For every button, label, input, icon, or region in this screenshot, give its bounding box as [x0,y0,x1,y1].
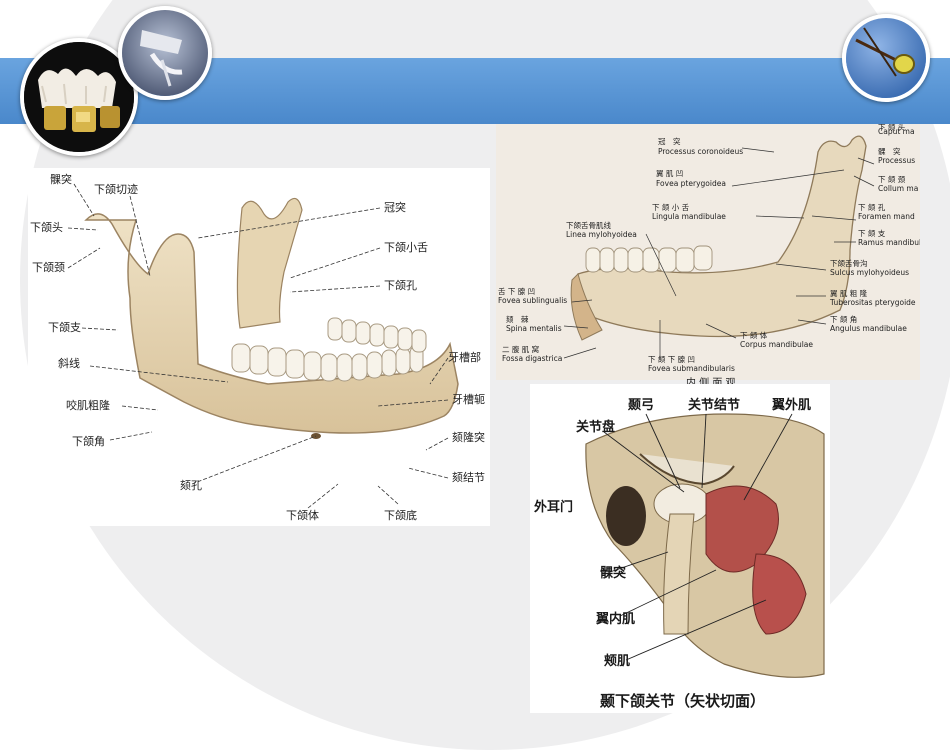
label-mylohyoid-line-cn: 下颌舌骨肌线 [566,221,611,230]
tmj-caption: 颞下颌关节（矢状切面） [600,692,766,710]
label-mandible-neck: 下颌颈 [32,261,65,274]
label-lingula: 下颌小舌 [384,241,428,254]
label-angle-cn: 下 颌 角 [830,315,858,324]
label-mental-foramen: 颏孔 [180,479,202,492]
label-mental-spine-cn: 颏 棘 [506,315,529,324]
mandible-medial-figure: 冠 突 Processus coronoideus 翼 肌 凹 Fovea pt… [496,124,920,380]
label-ramus-en: Ramus mandibul [858,238,920,247]
label-collum-cn: 下 颌 颈 [878,175,906,184]
label-masseter: 颊肌 [604,654,631,669]
label-ramus-cn: 下 颌 支 [858,229,886,238]
label-mandible-base: 下颌底 [384,509,417,522]
label-processus-cn: 髁 突 [878,147,901,156]
label-caput-en: Caput ma [878,127,915,136]
label-external-ear: 外耳门 [534,500,574,515]
label-mental-tubercle: 颏结节 [452,471,485,484]
label-styloid: 髁突 [600,566,627,581]
label-mandible-angle: 下颌角 [72,435,105,448]
label-mandibular-foramen: 下颌孔 [384,279,417,292]
label-alveolar-arch: 牙槽轭 [452,393,485,406]
label-mental-spine-en: Spina mentalis [506,324,562,333]
label-coronoid-process: 冠突 [384,201,406,214]
dental-mirror-photo [842,14,930,102]
label-medial-pterygoid: 翼内肌 [596,612,636,627]
label-pterygoid-fovea-cn: 翼 肌 凹 [656,169,684,178]
label-sublingual-fovea-en: Fovea sublingualis [498,296,568,305]
label-sublingual-fovea-cn: 舌 下 腺 凹 [498,287,536,296]
label-oblique-line: 斜线 [58,357,80,370]
mandible-lateral-figure: 髁突 下颌切迹 下颌头 下颌颈 下颌支 斜线 咬肌粗隆 下颌角 颏孔 下颌体 下… [28,168,490,526]
label-coronoid-cn: 冠 突 [658,137,681,146]
label-collum-en: Collum ma [878,184,919,193]
label-corpus-en: Corpus mandibulae [740,340,814,349]
label-coronoid-en: Processus coronoideus [658,147,744,156]
label-lingula-cn: 下 颌 小 舌 [652,203,690,212]
label-lateral-pterygoid: 翼外肌 [772,398,812,413]
label-pterygoid-fovea-en: Fovea pterygoidea [656,179,726,188]
label-mandible-head: 下颌头 [30,221,63,234]
label-pterygoid-tuberosity-cn: 翼 肌 粗 隆 [830,289,868,298]
label-mandibular-notch: 下颌切迹 [94,183,138,196]
label-digastric-fossa-cn: 二 腹 肌 窝 [502,345,540,354]
label-angle-en: Angulus mandibulae [830,324,907,333]
label-mental-protuberance: 颏隆突 [452,431,485,444]
label-mylohyoid-sulcus-cn: 下颌舌骨沟 [830,259,868,268]
label-foramen-en: Foramen mand [858,212,915,221]
dental-crown-photo [20,38,138,156]
label-processus-en: Processus [878,156,916,165]
label-articular-tubercle: 颞弓 [628,398,655,413]
tmj-section-figure: 颞弓 关节结节 翼外肌 关节盘 髁突 翼内肌 颊肌 [530,384,830,713]
label-alveolar-part: 牙槽部 [448,351,481,364]
label-mandible-body: 下颌体 [286,509,319,522]
label-mylohyoid-sulcus-en: Sulcus mylohyoideus [830,268,910,277]
label-ramus: 下颌支 [48,321,81,334]
label-medial-caption: 内 侧 面 观 [686,379,736,389]
label-mylohyoid-line-en: Linea mylohyoidea [566,230,637,239]
label-pterygoid-tuberosity-en: Tuberositas pterygoide [830,298,916,307]
label-caput-cn: 下 颌 头 [878,124,906,132]
label-corpus-cn: 下 颌 体 [740,331,768,340]
label-condylar-process: 髁突 [50,173,72,186]
label-submandibular-fovea-cn: 下 颌 下 腺 凹 [648,355,696,364]
label-digastric-fossa-en: Fossa digastrica [502,354,563,363]
label-articular-disc: 关节盘 [576,420,616,435]
dental-drill-photo [118,6,212,100]
label-foramen-cn: 下 颌 孔 [858,203,886,212]
label-joint-capsule: 关节结节 [688,398,741,413]
label-masseteric-tuberosity: 咬肌粗隆 [66,399,110,412]
label-lingula-en: Lingula mandibulae [652,212,726,221]
label-submandibular-fovea-en: Fovea submandibularis [648,364,735,373]
